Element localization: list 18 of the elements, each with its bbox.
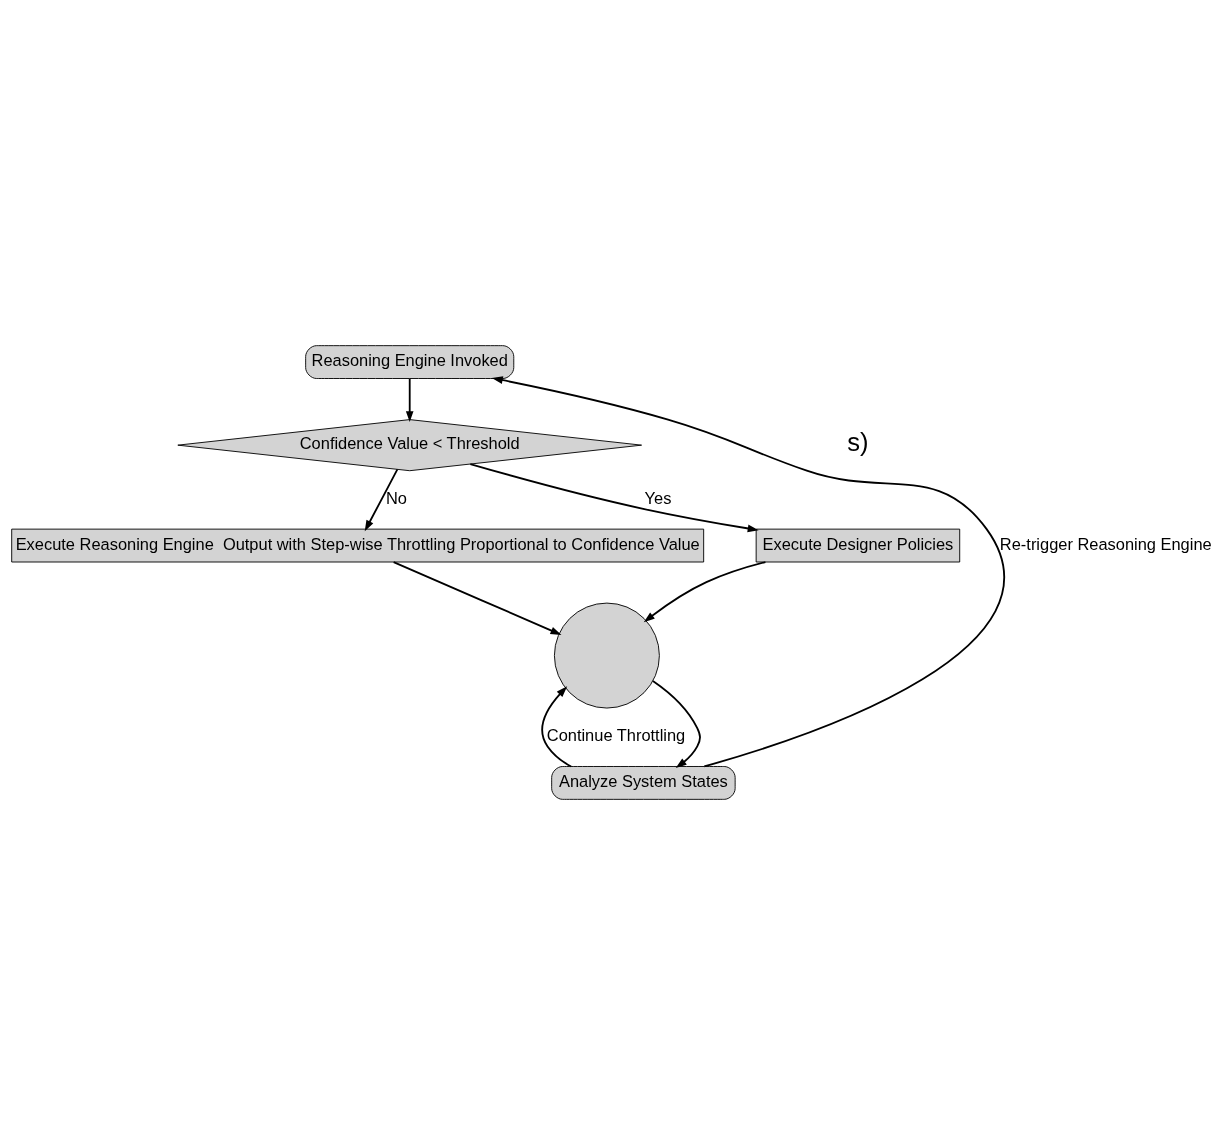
node-box: Analyze System States (551, 765, 736, 800)
edge-label: No (385, 488, 407, 507)
edge-label: Continue Throttling (546, 725, 686, 744)
arrow (491, 375, 1005, 767)
arrow (392, 560, 562, 635)
edge-label: Re-trigger Reasoning Engine (999, 534, 1212, 553)
node-box: Reasoning Engine Invoked (305, 344, 515, 379)
arrow (652, 679, 701, 768)
edge-label: Yes (644, 488, 672, 507)
node-box: Execute Designer Policies (755, 528, 961, 562)
arrow (541, 685, 573, 767)
arrow (364, 468, 399, 531)
arrow (469, 462, 759, 532)
node-diamond: Confidence Value < Threshold (177, 418, 643, 471)
arrow (405, 377, 414, 422)
label: s) (847, 427, 869, 456)
node-box: Execute Reasoning Engine Output with Step-wise Throttling Proportional to Confidence Value (11, 528, 705, 562)
arrow (643, 560, 767, 622)
